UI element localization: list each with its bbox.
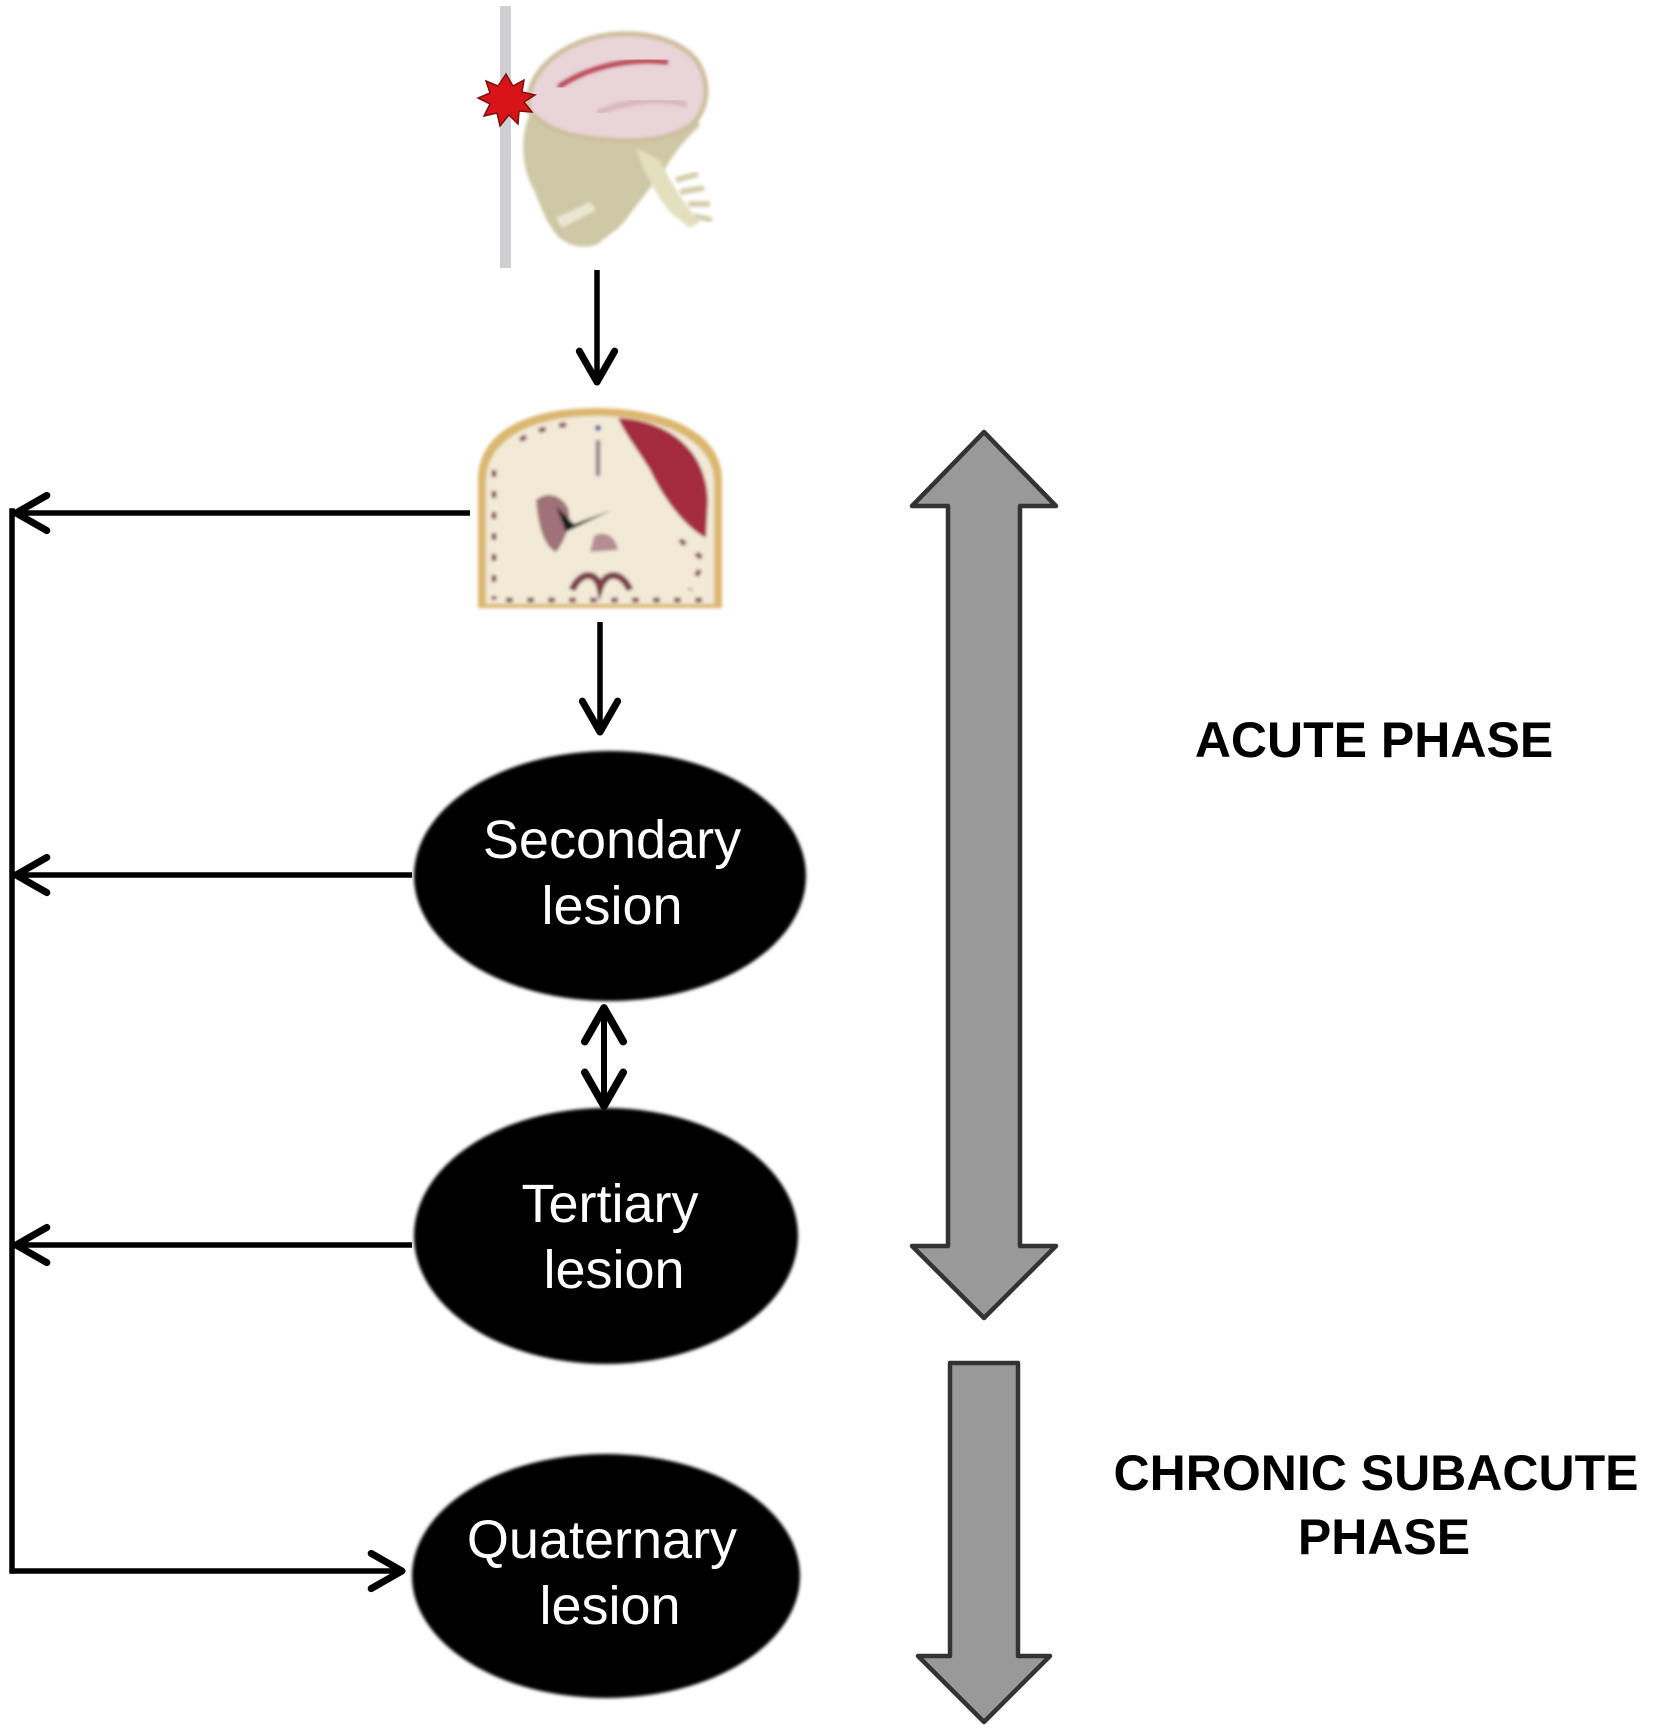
feedback-connectors [9, 491, 470, 1593]
node-quaternary-label-line1: Quaternary [467, 1510, 737, 1570]
svg-text:lesion: lesion [543, 1240, 684, 1300]
impact-wall [500, 6, 511, 268]
node-tertiary-lesion: Tertiary lesion [414, 1108, 798, 1364]
hematoma-icon [618, 418, 708, 538]
svg-text:Secondary: Secondary [483, 810, 741, 870]
impact-burst-icon [476, 72, 537, 128]
node-quaternary-label-line2: lesion [539, 1576, 680, 1636]
node-secondary-shape [414, 751, 806, 1001]
svg-text:lesion: lesion [539, 1576, 680, 1636]
node-quaternary-lesion: Quaternary lesion [412, 1454, 800, 1698]
chronic-phase-label-line1: CHRONIC SUBACUTE [1114, 1445, 1639, 1501]
head-impact-illustration [476, 6, 713, 268]
svg-text:ACUTE PHASE: ACUTE PHASE [1195, 712, 1553, 768]
chronic-phase-label-line2: PHASE [1298, 1509, 1470, 1565]
svg-text:Quaternary: Quaternary [467, 1510, 737, 1570]
node-secondary-label-line2: lesion [541, 876, 682, 936]
brain-icon [525, 31, 709, 144]
node-secondary-label-line1: Secondary [483, 810, 741, 870]
node-tertiary-label-line1: Tertiary [521, 1174, 698, 1234]
node-tertiary-label-line2: lesion [543, 1240, 684, 1300]
svg-text:CHRONIC SUBACUTE: CHRONIC SUBACUTE [1114, 1445, 1639, 1501]
coronal-brain-section-illustration [478, 408, 722, 608]
svg-text:PHASE: PHASE [1298, 1509, 1470, 1565]
svg-text:lesion: lesion [541, 876, 682, 936]
chronic-phase-down-arrow [915, 1360, 1053, 1725]
spine-icon [636, 148, 700, 228]
acute-phase-label: ACUTE PHASE [1195, 712, 1553, 768]
node-quaternary-shape [412, 1454, 800, 1698]
svg-text:Tertiary: Tertiary [521, 1174, 698, 1234]
acute-phase-double-arrow [909, 429, 1059, 1321]
node-tertiary-shape [414, 1108, 798, 1364]
node-secondary-lesion: Secondary lesion [414, 751, 806, 1001]
